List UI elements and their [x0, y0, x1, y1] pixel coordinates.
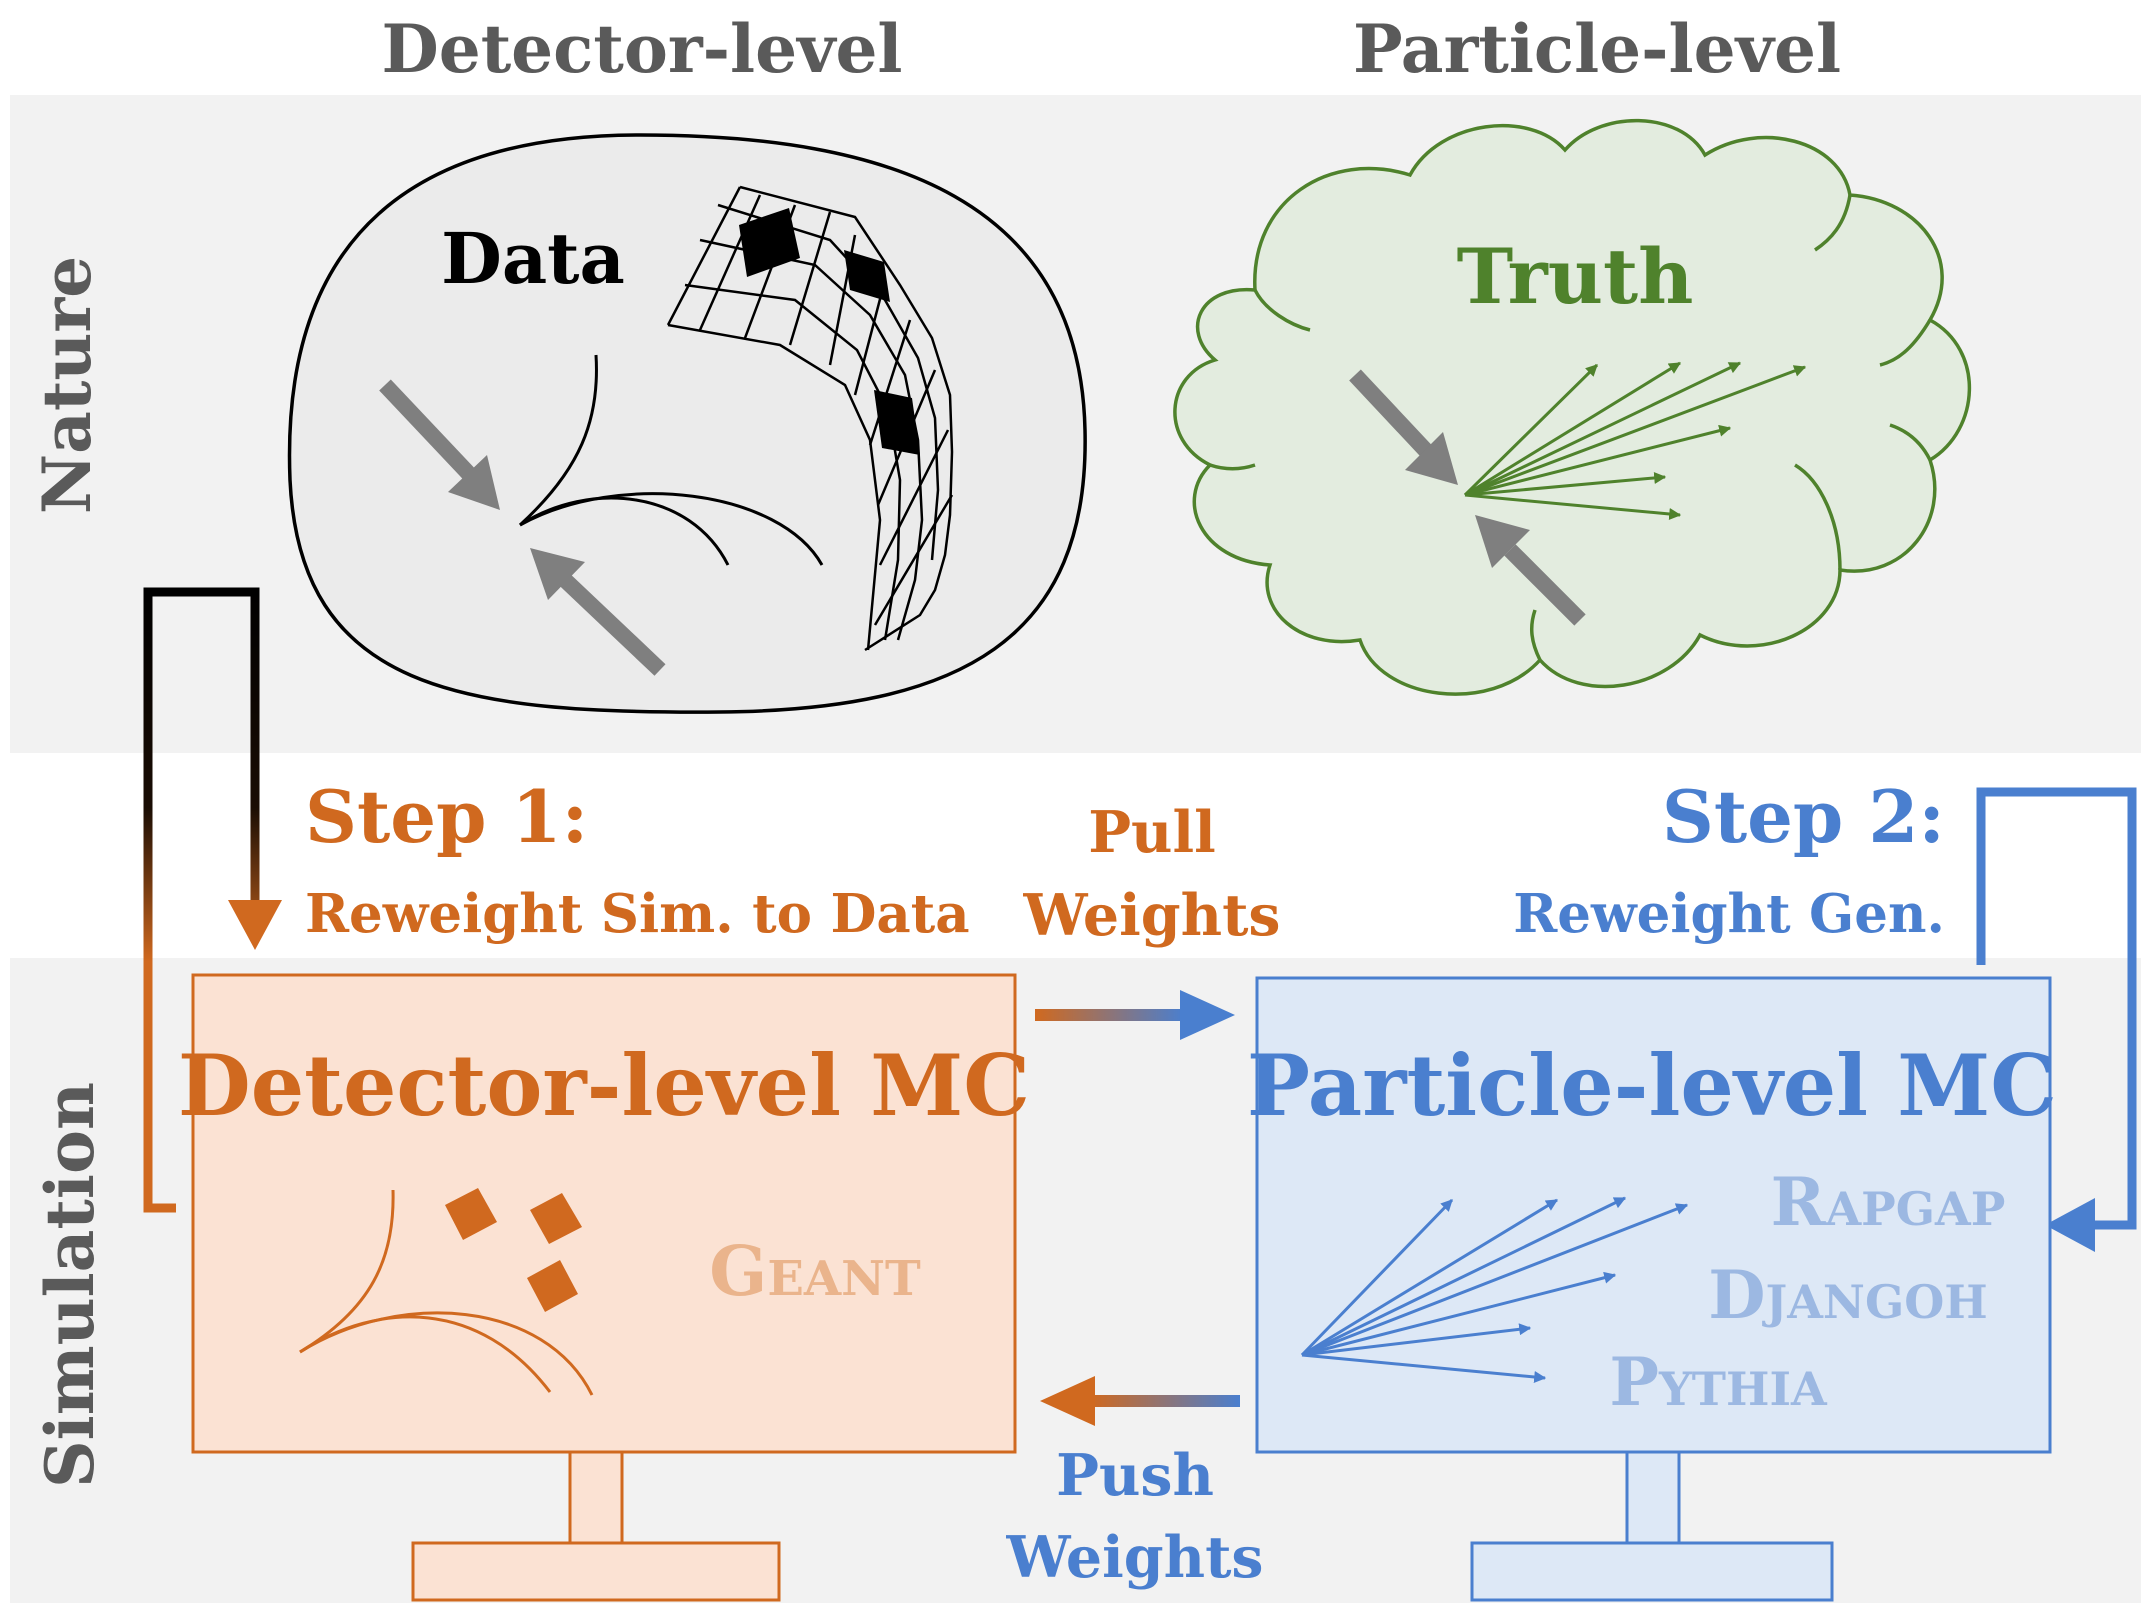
pull-label-line2: Weights [1022, 882, 1280, 949]
nature-row-label: Nature [28, 256, 106, 514]
detector-level-header: Detector-level [381, 10, 902, 88]
geant-label: Geant [709, 1232, 921, 1312]
particle-mc-screen [1255, 976, 2052, 1454]
simulation-row-label: Simulation [31, 1082, 109, 1488]
detector-mc-title: Detector-level MC [178, 1036, 1030, 1135]
detector-mc-hits [445, 1188, 582, 1312]
step1-title: Step 1: [305, 774, 588, 859]
step2-arrowhead [2045, 1198, 2095, 1252]
pull-arrow [1035, 990, 1235, 1040]
detector-mc-base [411, 1541, 781, 1602]
detector-mc-stand [568, 1450, 624, 1546]
truth-label: Truth [1457, 232, 1694, 321]
detector-mc-tracks [299, 1189, 594, 1396]
data-panel: Data [287, 133, 1087, 714]
particle-level-header: Particle-level [1353, 10, 1841, 88]
particle-mc-stand [1625, 1450, 1681, 1546]
push-label-line2: Weights [1005, 1524, 1263, 1591]
step1-arrowhead [228, 900, 282, 950]
detector-mc-monitor: Detector-level MC Geant [178, 973, 1030, 1602]
detector-grid [666, 185, 954, 652]
step1-connector [143, 587, 282, 1213]
step1-subtitle: Reweight Sim. to Data [305, 883, 970, 945]
truth-cloud-outline [1173, 118, 1972, 696]
data-outline [287, 133, 1087, 714]
step2-subtitle: Reweight Gen. [1513, 883, 1945, 945]
pythia-label: Pythia [1609, 1343, 1828, 1421]
truth-panel: Truth [1173, 118, 1972, 696]
truth-particle-arrows [1463, 361, 1807, 520]
step2-title: Step 2: [1662, 774, 1945, 859]
particle-mc-base [1470, 1541, 1834, 1602]
push-label-line1: Push [1056, 1442, 1214, 1509]
data-tracks [518, 354, 824, 566]
push-arrow [1040, 1376, 1240, 1426]
pull-label-line1: Pull [1088, 799, 1216, 866]
detector-mc-screen [191, 973, 1017, 1454]
data-beam-arrows [379, 379, 666, 676]
rapgap-label: Rapgap [1771, 1163, 2006, 1241]
data-label: Data [441, 217, 625, 300]
truth-cloud-bumps [1209, 194, 1932, 661]
particle-mc-arrows [1300, 1196, 1689, 1383]
particle-mc-monitor: Particle-level MC Rapgap Djangoh Pythia [1247, 976, 2057, 1602]
step2-connector [1976, 787, 2137, 1252]
particle-mc-title: Particle-level MC [1247, 1036, 2057, 1135]
truth-beam-arrows [1349, 369, 1586, 626]
djangoh-label: Djangoh [1708, 1256, 1988, 1334]
